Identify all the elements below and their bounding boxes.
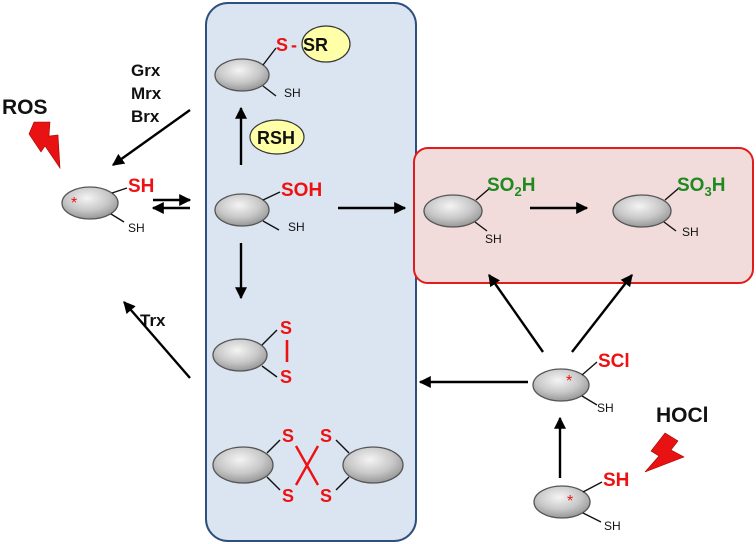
thiol-sh-label: SH [603, 470, 629, 491]
sulfur-label: S [276, 35, 288, 55]
lightning-bolt-icon [28, 121, 61, 170]
lightning-bolt-icon [644, 432, 685, 473]
protein-reduced-left: * SH SH [61, 176, 154, 235]
sulfur-label: S [320, 486, 332, 506]
so2h-tail: H [522, 175, 536, 196]
protein-intramolecular-disulfide: S S [212, 318, 292, 387]
so3h-sub: 3 [704, 184, 711, 199]
scl-to-sulfonic-arrow [571, 274, 633, 353]
protein-intermolecular-disulfide: S S S S [212, 426, 404, 506]
disulfide-stub-lower [261, 365, 278, 378]
soh-label: SOH [281, 180, 322, 201]
thiol-sh-small-label: SH [604, 519, 621, 533]
disulfide-cross-bond [294, 445, 320, 486]
bond-dash: - [291, 35, 297, 55]
thiol-stub-upper [582, 481, 603, 493]
protein-sulfonic-acid: SO3H SH [612, 175, 725, 239]
thiol-stub-upper [664, 187, 680, 201]
thiol-sh-small-label: SH [485, 232, 502, 246]
thiol-stub-lower [663, 221, 677, 232]
protein-sulfinic-acid: SO2H SH [423, 175, 535, 246]
sr-bubble [301, 25, 351, 63]
scl-to-sulfinic-arrow [488, 274, 544, 353]
protein-ellipse-icon [61, 186, 119, 220]
so2h-sub: 2 [514, 184, 521, 199]
sulfur-upper-label: S [280, 318, 292, 338]
disulfide-stub [266, 476, 281, 491]
rsh-label: RSH [257, 128, 295, 148]
hocl-label: HOCl [656, 404, 709, 427]
so2h-base: SO [487, 175, 514, 196]
so2h-label: SO2H [487, 175, 535, 199]
brx-label: Brx [131, 107, 160, 126]
thiol-stub-upper [475, 187, 491, 201]
so3h-base: SO [677, 175, 704, 196]
protein-ellipse-icon [423, 194, 483, 228]
protein-sulfenic-acid: SOH SH [214, 180, 322, 234]
thiol-sh-label: SH [128, 176, 154, 197]
thiol-sh-small-label: SH [597, 401, 614, 415]
grx-label: Grx [131, 61, 161, 80]
trx-label: Trx [140, 311, 166, 330]
sr-label: SR [303, 35, 328, 55]
protein-ellipse-icon [212, 446, 274, 484]
thiol-stub-upper [111, 187, 128, 194]
disulfide-stub [266, 439, 281, 454]
so3h-tail: H [712, 175, 726, 196]
oxidation-site-star: * [71, 195, 77, 212]
thiol-stub-lower [110, 213, 125, 223]
sulfur-label: S [282, 426, 294, 446]
disulfide-stub-upper [261, 329, 278, 346]
sulfur-label: S [282, 486, 294, 506]
thiol-sh-small-label: SH [128, 221, 145, 235]
thiol-stub-upper [581, 361, 598, 376]
thiol-sh-small-label: SH [288, 220, 305, 234]
thiol-sh-small-label: SH [284, 86, 301, 100]
protein-ellipse-icon [612, 194, 672, 228]
disulfide-stub [335, 476, 350, 491]
protein-ellipse-icon [214, 58, 270, 92]
ros-label: ROS [2, 96, 48, 119]
protein-reduced-bottom: * SH SH [533, 470, 629, 533]
rsh-bubble [249, 119, 305, 155]
protein-ellipse-icon [342, 446, 404, 484]
thiol-stub-lower [262, 85, 277, 97]
thiol-stub-upper [262, 191, 281, 201]
scl-label: SCl [598, 351, 630, 372]
sulfur-lower-label: S [280, 367, 292, 387]
sulfur-label: S [320, 426, 332, 446]
protein-ellipse-icon [532, 368, 590, 402]
oxidation-site-star: * [566, 373, 572, 390]
thiol-stub-upper [262, 47, 277, 66]
protein-ellipse-icon [212, 338, 268, 372]
grx-reduction-arrow [112, 109, 191, 166]
disulfide-stub [335, 439, 350, 454]
protein-mixed-disulfide: S - SR SH [214, 25, 351, 100]
so3h-label: SO3H [677, 175, 725, 199]
thiol-stub-lower [581, 395, 598, 406]
oxidation-site-star: * [567, 493, 573, 510]
thiol-stub-lower [262, 220, 280, 231]
trx-reduction-arrow [123, 301, 191, 379]
overoxidation-box [413, 147, 754, 284]
mrx-label: Mrx [131, 84, 162, 103]
thiol-stub-lower [582, 512, 602, 523]
thiol-stub-lower [474, 221, 488, 232]
protein-ellipse-icon [533, 485, 591, 519]
protein-ellipse-icon [214, 193, 270, 227]
protein-sulfenylchloride: * SCl SH [532, 351, 630, 415]
thiol-sh-small-label: SH [682, 225, 699, 239]
